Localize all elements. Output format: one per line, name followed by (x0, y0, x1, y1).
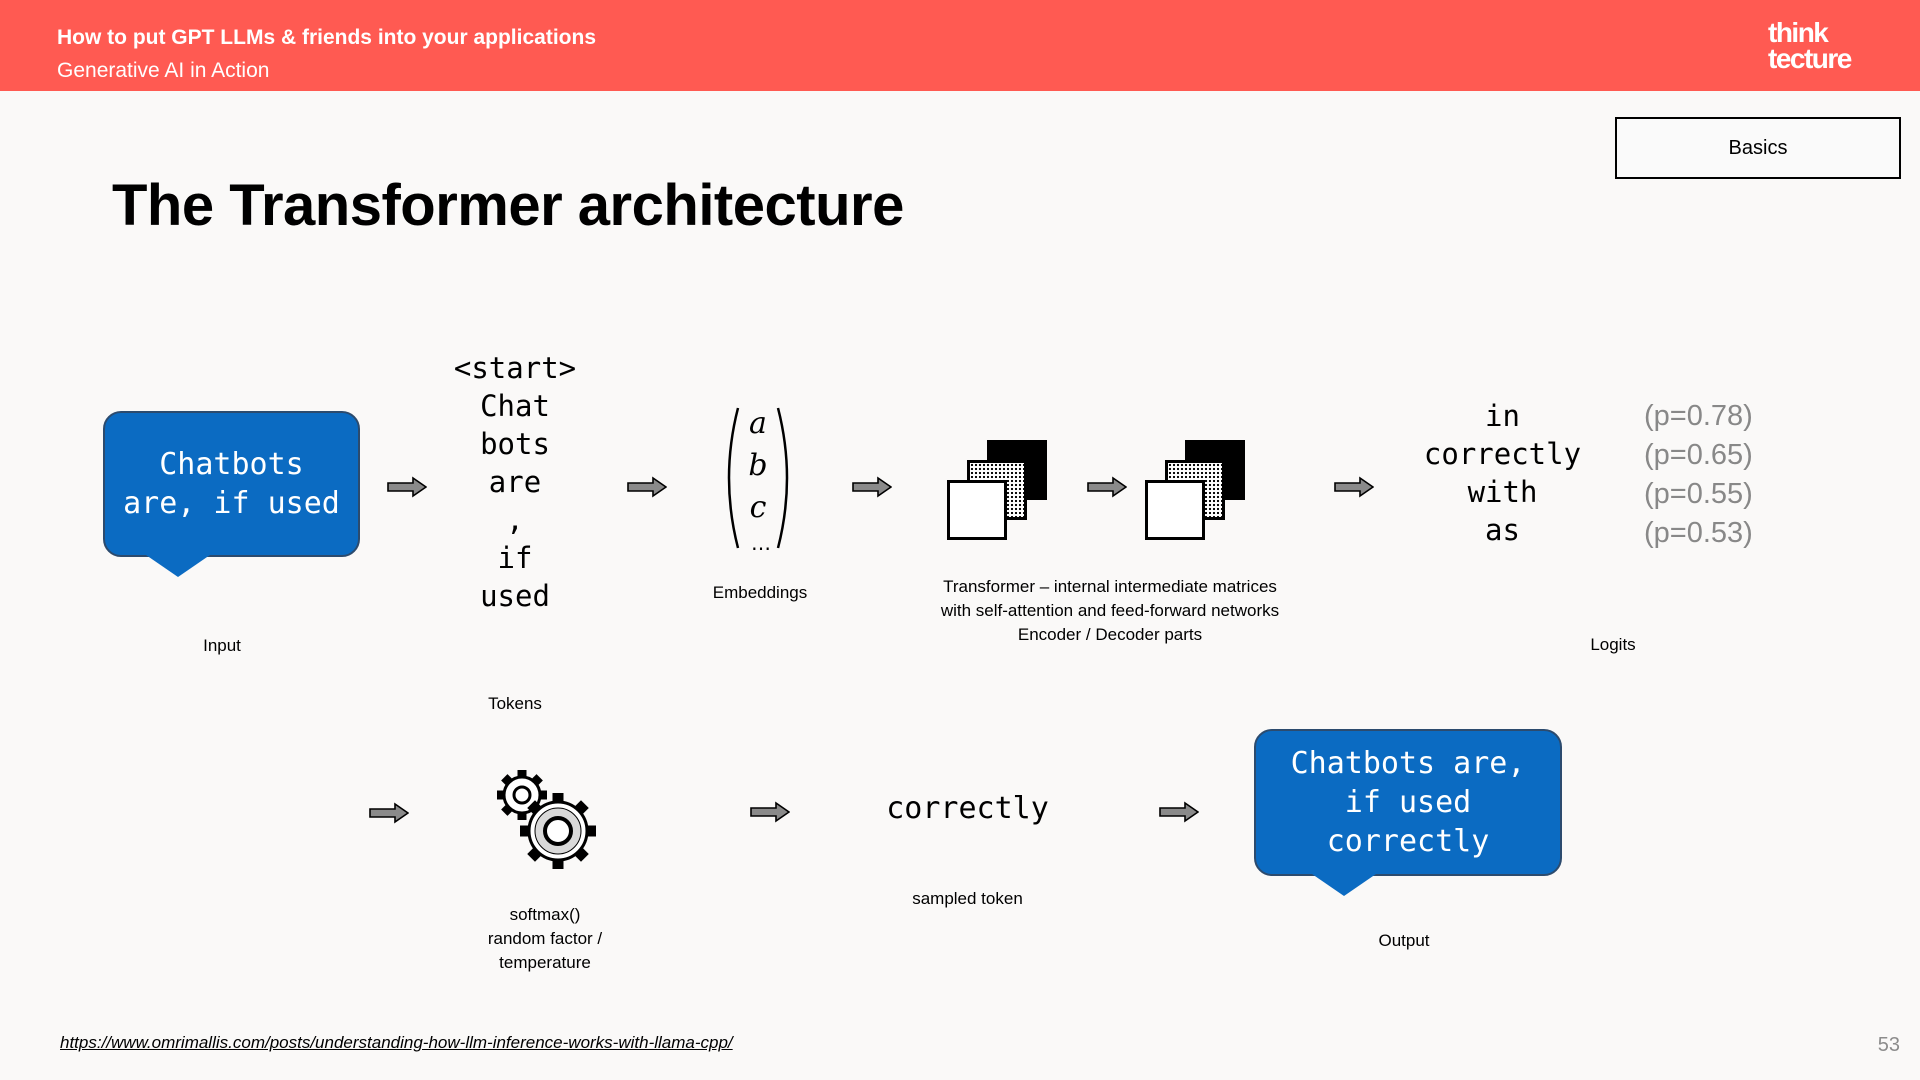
output-caption: Output (1378, 931, 1430, 950)
sampled-token: correctly (886, 791, 1049, 826)
right-arrow-icon (369, 802, 409, 824)
vector-brackets (727, 407, 789, 549)
page-title: The Transformer architecture (112, 173, 904, 238)
token: used (480, 579, 550, 613)
logo-line-2: tecture (1768, 43, 1852, 74)
embedding-values: a b c (722, 403, 794, 529)
embeddings-caption: Embeddings (712, 583, 808, 602)
deck-title: How to put GPT LLMs & friends into your … (57, 26, 596, 49)
deck-subtitle: Generative AI in Action (57, 59, 270, 82)
output-bubble: Chatbots are, if used correctly (1254, 729, 1562, 876)
page-number: 53 (1877, 1034, 1900, 1056)
right-arrow-icon (1087, 476, 1127, 498)
logit-token: in (1485, 399, 1520, 433)
right-arrow-icon (1334, 476, 1374, 498)
token: bots (480, 427, 550, 461)
logit-token: as (1485, 513, 1520, 547)
matrix-layer (947, 480, 1007, 540)
output-text: Chatbots are, if used correctly (1290, 746, 1526, 859)
input-bubble-tail (146, 555, 210, 577)
token: if (497, 541, 533, 575)
logo-line-1: think (1768, 17, 1829, 48)
input-text: Chatbots are, if used (123, 447, 340, 521)
right-arrow-icon (852, 476, 892, 498)
sampled-caption: sampled token (912, 889, 1023, 908)
right-arrow-icon (387, 476, 427, 498)
logits-caption: Logits (1590, 635, 1636, 654)
embedding-value: b (748, 448, 768, 483)
right-arrow-icon (750, 801, 790, 823)
tokens-caption: Tokens (488, 694, 542, 713)
thinktecture-logo: think tecture (1768, 17, 1858, 74)
softmax-caption: softmax() random factor / temperature (487, 905, 603, 972)
embedding-value: c (749, 490, 767, 525)
right-arrow-icon (1159, 801, 1199, 823)
token: Chat (480, 389, 550, 423)
transformer-caption: Transformer – internal intermediate matr… (940, 577, 1280, 644)
matrix-stack-icon (1145, 440, 1255, 550)
matrix-stack-icon (947, 440, 1057, 550)
token-list: <start> Chat bots are , if used (440, 349, 590, 615)
output-bubble-tail (1312, 874, 1376, 896)
section-tag: Basics (1615, 117, 1901, 179)
logit-tokens: in correctly with as (1405, 397, 1600, 549)
probability: (p=0.65) (1644, 439, 1753, 471)
right-arrow-icon (627, 476, 667, 498)
embedding-value: a (749, 406, 767, 441)
input-caption: Input (203, 636, 241, 655)
embedding-ellipsis: … (751, 531, 771, 555)
input-bubble: Chatbots are, if used (103, 411, 360, 557)
gears-icon (497, 770, 596, 869)
token: are (488, 465, 542, 499)
token: , (506, 503, 524, 537)
logit-token: correctly (1423, 437, 1582, 471)
logit-probabilities: (p=0.78) (p=0.65) (p=0.55) (p=0.53) (1644, 397, 1753, 553)
logit-token: with (1467, 475, 1538, 509)
embedding-vector: a b c … (722, 403, 794, 555)
probability: (p=0.55) (1644, 478, 1753, 510)
reference-link[interactable]: https://www.omrimallis.com/posts/underst… (60, 1033, 733, 1052)
header-bar: How to put GPT LLMs & friends into your … (0, 0, 1920, 91)
probability: (p=0.53) (1644, 517, 1753, 549)
matrix-layer (1145, 480, 1205, 540)
probability: (p=0.78) (1644, 400, 1753, 432)
token: <start> (453, 351, 577, 385)
